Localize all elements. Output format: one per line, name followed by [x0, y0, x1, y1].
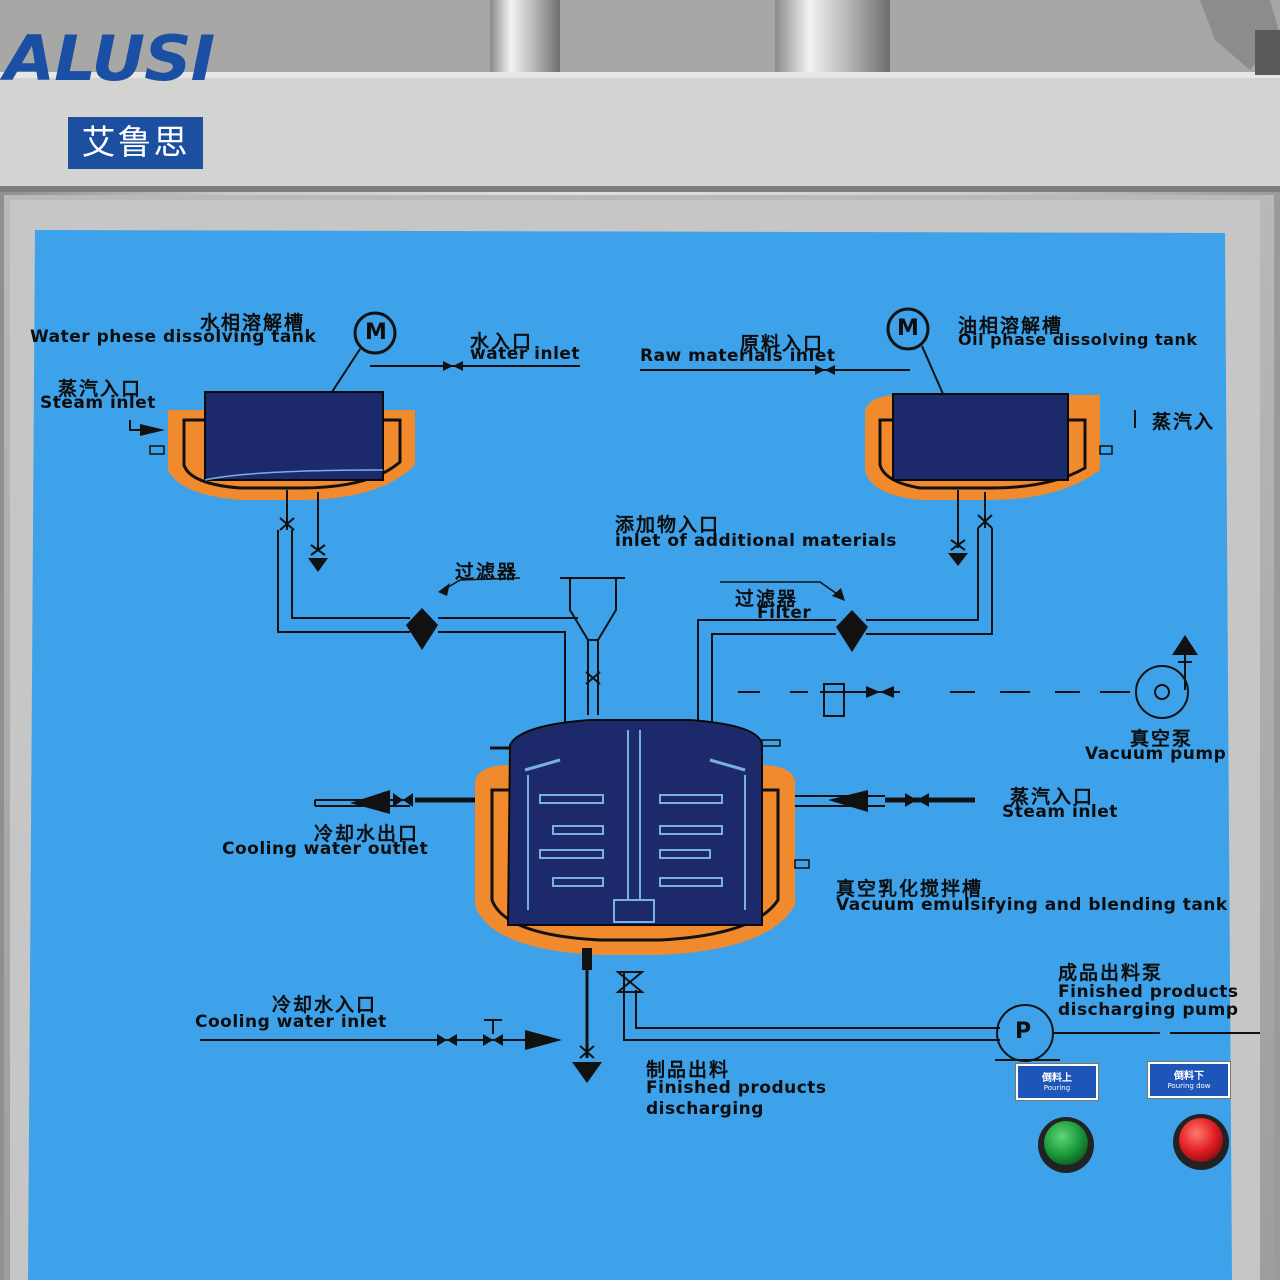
steam-inlet-left-en: Steam inlet: [40, 393, 156, 413]
water-phase-tank: [168, 391, 415, 500]
main-tank-en: Vacuum emulsifying and blending tank: [836, 895, 1228, 915]
cooling-inlet-cn: 冷却水入口: [272, 994, 378, 1016]
motor-right-icon: [886, 307, 930, 351]
water-tank-label-cn: 水相溶解槽: [200, 312, 306, 334]
discharge-en-line1: Finished products: [646, 1078, 827, 1098]
raw-inlet-label-cn: 原料入口: [740, 333, 825, 355]
additive-inlet-en: inlet of additional materials: [615, 531, 897, 551]
water-inlet-label-cn: 水入口: [470, 331, 534, 353]
motor-left-icon: [353, 311, 397, 355]
brand-logo-en: ALUSI: [4, 21, 215, 96]
filter-left-icon: [406, 608, 438, 650]
vacuum-pump-icon: [1135, 665, 1189, 719]
vacuum-pump-en: Vacuum pump: [1085, 744, 1227, 764]
filter-left-cn: 过滤器: [455, 561, 519, 583]
filter-right-en: Filter: [757, 603, 812, 623]
green-button-shape: [1044, 1121, 1088, 1165]
main-tank-cn: 真空乳化搅拌槽: [836, 878, 984, 900]
oil-tank-label-cn: 油相溶解槽: [958, 315, 1064, 337]
filter-right-icon: [836, 610, 868, 652]
vacuum-pump-cn: 真空泵: [1130, 728, 1194, 750]
pour-up-label: 倒料上 Pouring: [1016, 1064, 1098, 1100]
motor-right-symbol: M: [897, 316, 919, 341]
pump-symbol: P: [1015, 1019, 1032, 1044]
vacuum-emulsifying-tank: [475, 719, 795, 955]
oil-tank-label-en: Oil phase dissolving tank: [958, 330, 1198, 349]
cooling-inlet-en: Cooling water inlet: [195, 1012, 387, 1032]
steam-inlet-right-cn: 蒸汽入: [1152, 411, 1216, 433]
pour-down-label-cn: 倒料下: [1174, 1071, 1204, 1082]
pour-down-button[interactable]: [1179, 1118, 1223, 1162]
discharge-en-line2: discharging: [646, 1099, 764, 1119]
steam-inlet-main-cn: 蒸汽入口: [1010, 786, 1095, 808]
additive-inlet-cn: 添加物入口: [615, 514, 721, 536]
pour-up-label-cn: 倒料上: [1042, 1073, 1072, 1084]
pour-down-label-en: Pouring dow: [1167, 1082, 1211, 1090]
motor-left-symbol: M: [365, 320, 387, 345]
brand-logo-cn: 艾鲁思: [68, 117, 203, 169]
pump-cn: 成品出料泵: [1058, 962, 1164, 984]
pour-down-label: 倒料下 Pouring dow: [1148, 1062, 1230, 1098]
red-button-shape: [1179, 1118, 1223, 1162]
pump-en-line1: Finished products: [1058, 982, 1239, 1002]
water-tank-label-en: Water phese dissolving tank: [30, 327, 317, 347]
pour-up-label-en: Pouring: [1043, 1084, 1071, 1092]
pour-up-button[interactable]: [1044, 1121, 1088, 1165]
raw-inlet-label-en: Raw materials inlet: [640, 346, 836, 366]
steam-inlet-main-en: Steam inlet: [1002, 802, 1118, 822]
water-inlet-label-en: water inlet: [470, 344, 581, 364]
filter-right-cn: 过滤器: [735, 588, 799, 610]
cooling-outlet-en: Cooling water outlet: [222, 839, 429, 859]
oil-phase-tank: [865, 393, 1100, 500]
pump-en-line2: discharging pump: [1058, 1000, 1239, 1020]
steam-inlet-left-cn: 蒸汽入口: [58, 378, 143, 400]
cooling-outlet-cn: 冷却水出口: [314, 823, 420, 845]
discharge-cn: 制品出料: [646, 1059, 731, 1081]
